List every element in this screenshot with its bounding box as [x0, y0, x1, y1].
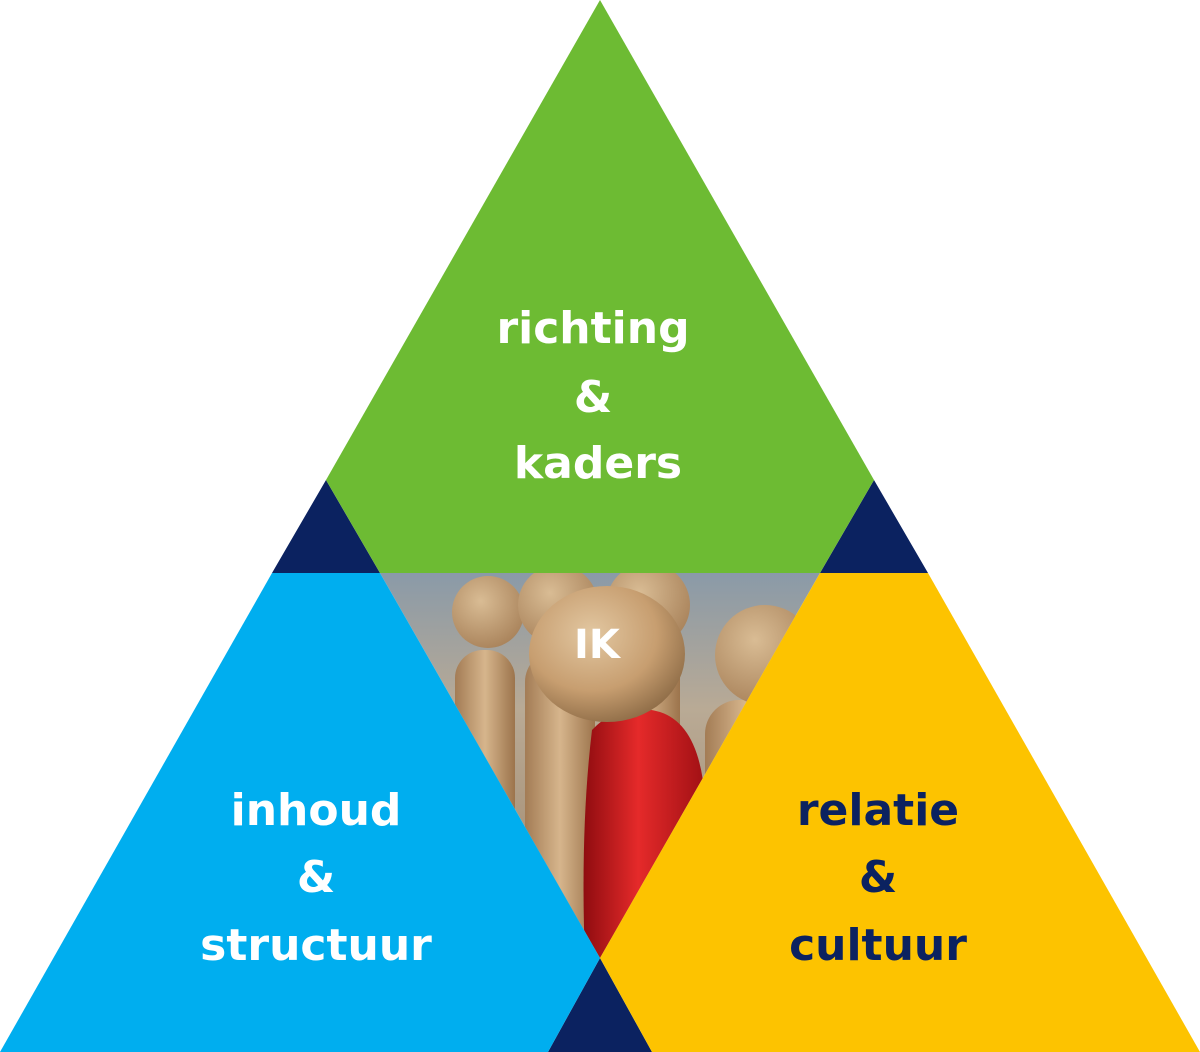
right-triangle-yellow	[600, 573, 1200, 1052]
left-label-line1: inhoud	[231, 785, 402, 836]
left-triangle-blue	[0, 573, 600, 1052]
top-label-line2: &	[574, 372, 612, 423]
right-label-line1: relatie	[797, 785, 959, 836]
top-label-line1: richting	[496, 303, 689, 354]
top-triangle-green	[326, 0, 874, 573]
right-label-line3: cultuur	[789, 920, 967, 971]
navy-wedge-left	[272, 480, 380, 573]
left-label-line3: structuur	[200, 920, 432, 971]
right-label-line2: &	[859, 852, 897, 903]
navy-wedge-right	[820, 480, 928, 573]
center-label-ik: IK	[574, 622, 622, 668]
left-label-line2: &	[297, 852, 335, 903]
navy-wedge-bottom	[548, 958, 652, 1052]
top-label-line3: kaders	[514, 438, 682, 489]
